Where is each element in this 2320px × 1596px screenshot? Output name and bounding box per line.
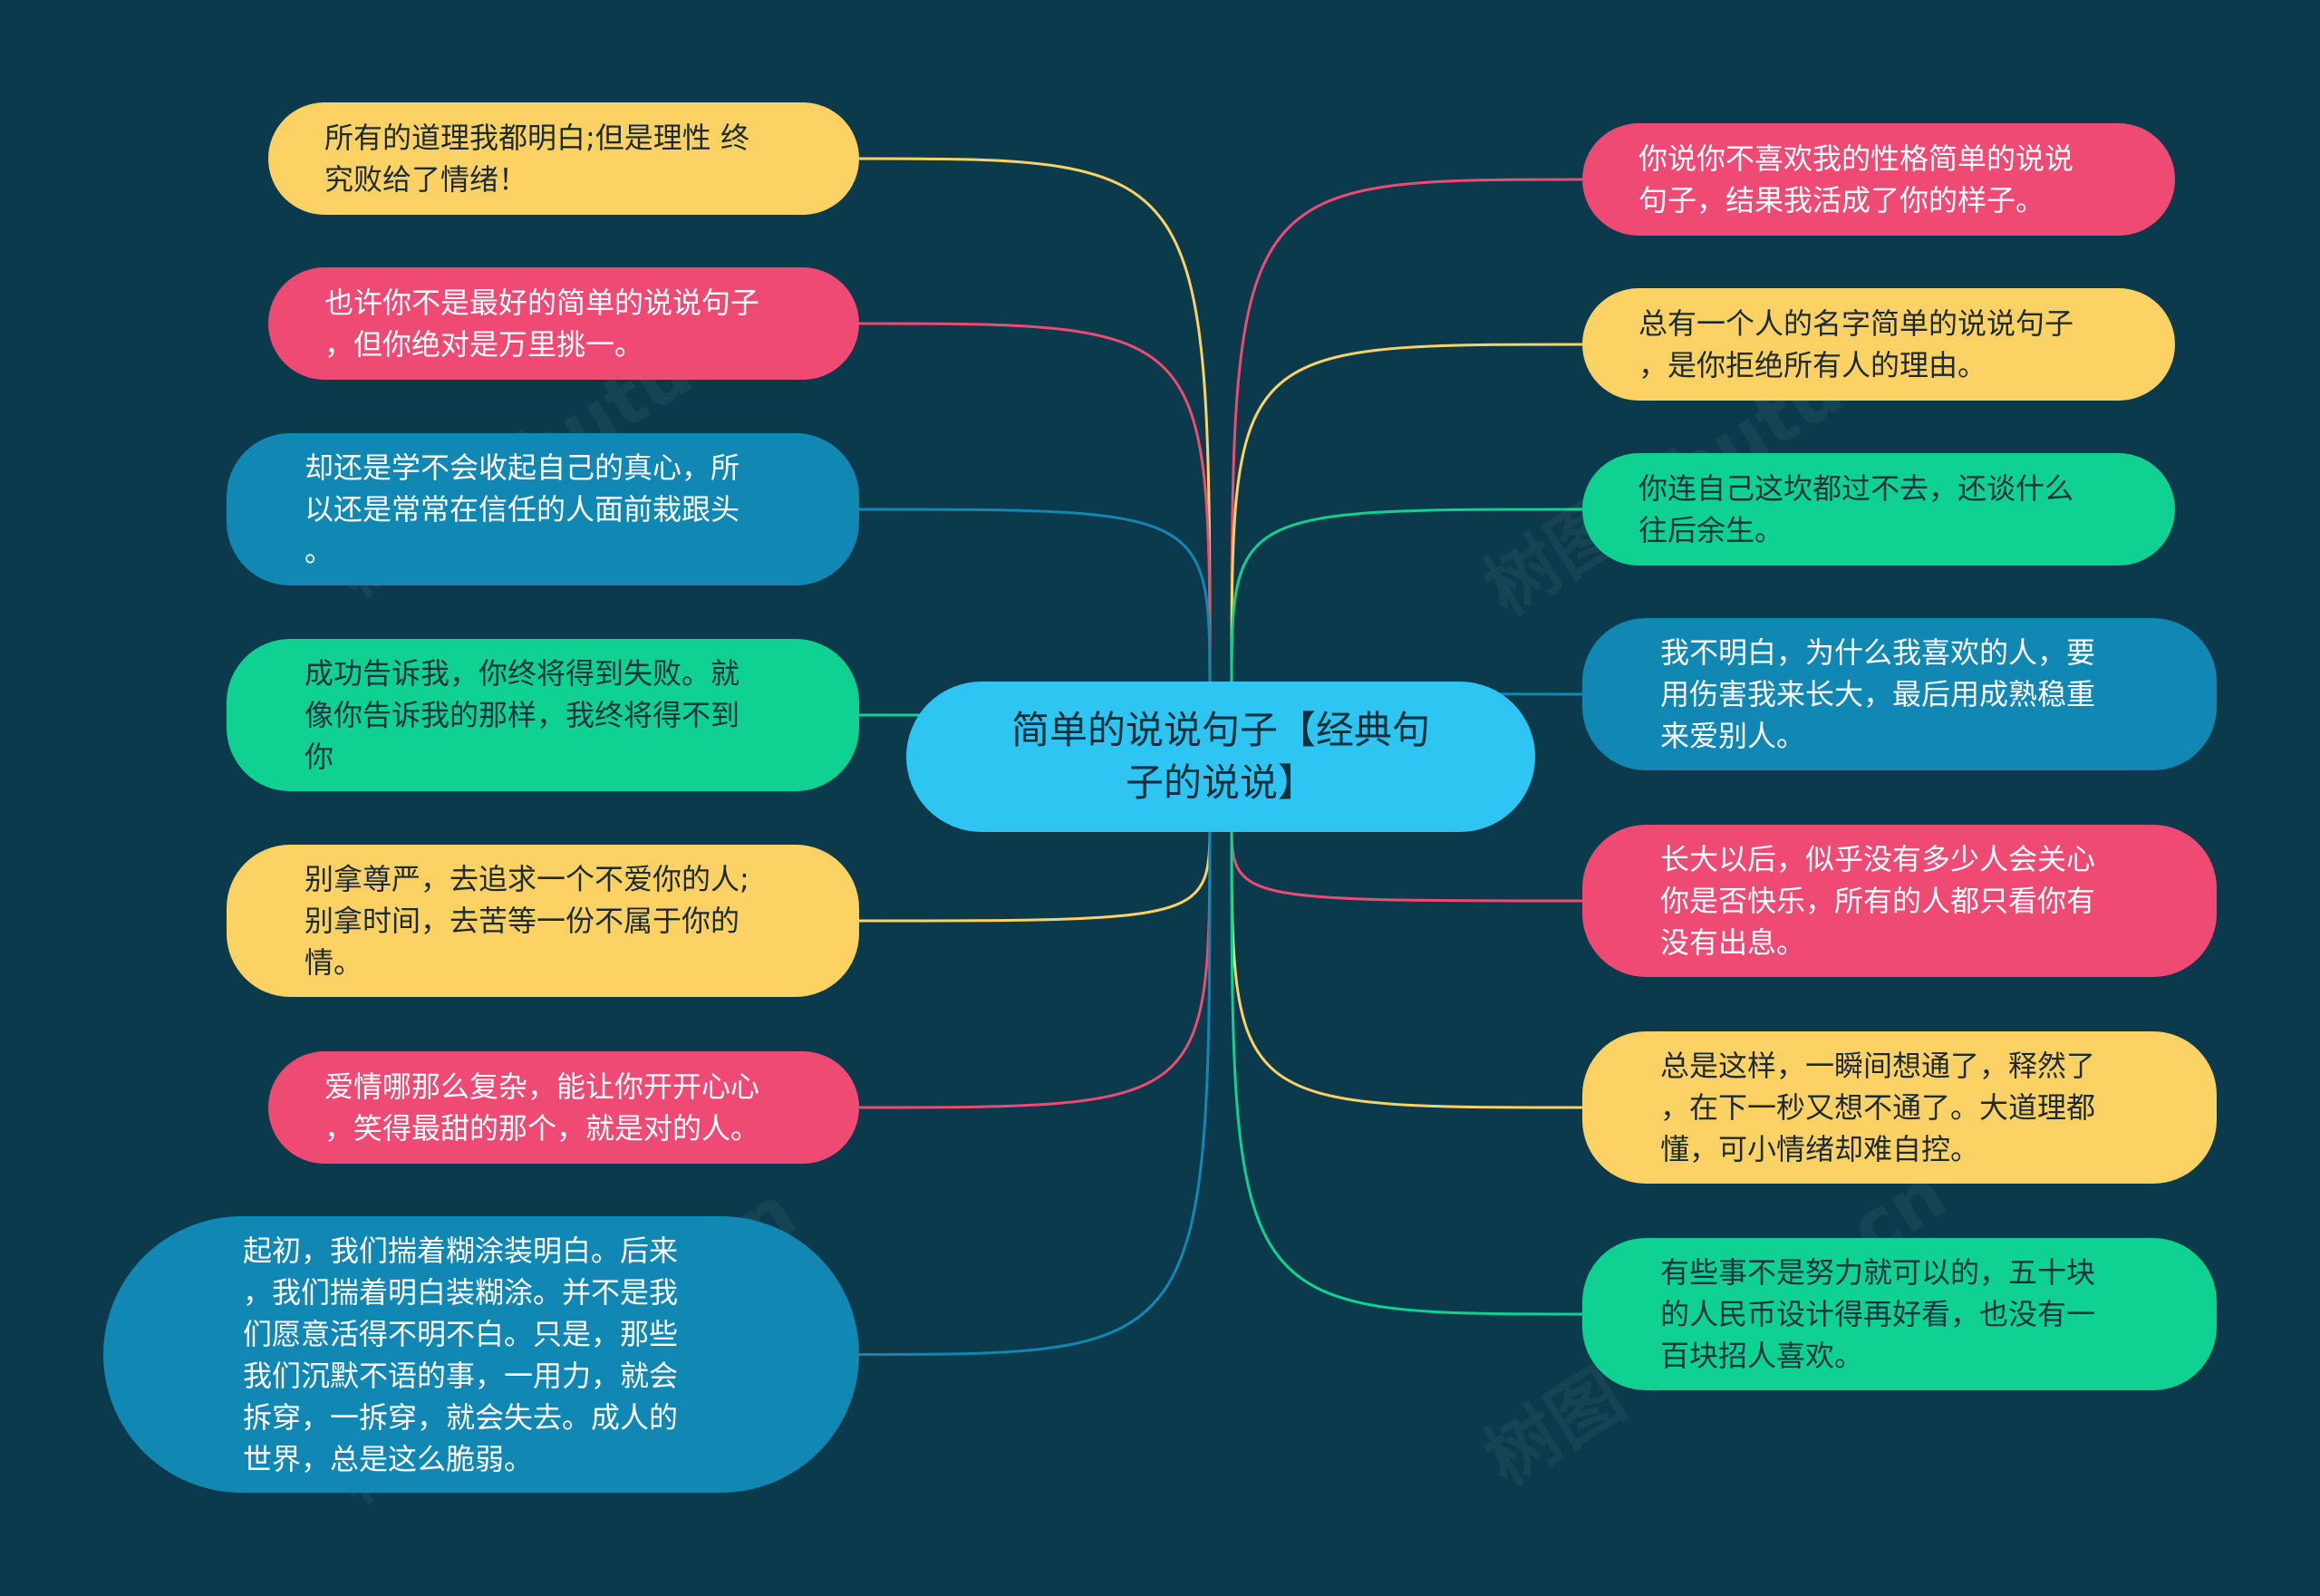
right-connector-5 (1230, 819, 1583, 903)
right-node-5[interactable]: 长大以后，似乎没有多少人会关心 你是否快乐，所有的人都只看你有 没有出息。 (1582, 825, 2217, 977)
central-topic-label: 简单的说说句子【经典句 子的说说】 (1010, 708, 1430, 805)
left-node-7-label: 起初，我们揣着糊涂装明白。后来 ，我们揣着明白装糊涂。并不是我 们愿意活得不明不… (243, 1233, 679, 1476)
left-node-6-label: 爱情哪那么复杂，能让你开开心心 ，笑得最甜的那个，就是对的人。 (324, 1069, 760, 1146)
left-node-3-label: 却还是学不会收起自己的真心，所 以还是常常在信任的人面前栽跟头 。 (304, 450, 740, 568)
right-connector-3 (1230, 508, 1583, 694)
left-node-6[interactable]: 爱情哪那么复杂，能让你开开心心 ，笑得最甜的那个，就是对的人。 (268, 1051, 859, 1164)
left-node-4[interactable]: 成功告诉我，你终将得到失败。就 像你告诉我的那样，我终将得不到 你 (227, 639, 859, 791)
left-node-1[interactable]: 所有的道理我都明白;但是理性 终 究败给了情绪！ (268, 102, 859, 215)
right-node-7[interactable]: 有些事不是努力就可以的，五十块 的人民币设计得再好看，也没有一 百块招人喜欢。 (1582, 1238, 2217, 1390)
left-connector-6 (858, 819, 1212, 1109)
left-node-2[interactable]: 也许你不是最好的简单的说说句子 ，但你绝对是万里挑一。 (268, 267, 859, 380)
left-node-4-label: 成功告诉我，你终将得到失败。就 像你告诉我的那样，我终将得不到 你 (304, 656, 740, 774)
left-connector-2 (858, 322, 1212, 694)
right-node-3-label: 你连自己这坎都过不去，还谈什么 往后余生。 (1638, 471, 2074, 547)
right-node-1[interactable]: 你说你不喜欢我的性格简单的说说 句子，结果我活成了你的样子。 (1582, 123, 2175, 236)
right-node-2-label: 总有一个人的名字简单的说说句子 ，是你拒绝所有人的理由。 (1638, 306, 2074, 382)
right-node-2[interactable]: 总有一个人的名字简单的说说句子 ，是你拒绝所有人的理由。 (1582, 288, 2175, 401)
right-node-6[interactable]: 总是这样，一瞬间想通了，释然了 ，在下一秒又想不通了。大道理都 懂，可小情绪却难… (1582, 1031, 2217, 1184)
right-node-5-label: 长大以后，似乎没有多少人会关心 你是否快乐，所有的人都只看你有 没有出息。 (1660, 842, 2096, 960)
left-node-1-label: 所有的道理我都明白;但是理性 终 究败给了情绪！ (324, 121, 749, 197)
right-connector-7 (1230, 819, 1583, 1316)
right-node-4[interactable]: 我不明白，为什么我喜欢的人，要 用伤害我来长大，最后用成熟稳重 来爱别人。 (1582, 618, 2217, 770)
right-node-3[interactable]: 你连自己这坎都过不去，还谈什么 往后余生。 (1582, 453, 2175, 566)
right-connector-1 (1230, 178, 1583, 694)
central-topic[interactable]: 简单的说说句子【经典句 子的说说】 (906, 682, 1535, 832)
right-node-4-label: 我不明白，为什么我喜欢的人，要 用伤害我来长大，最后用成熟稳重 来爱别人。 (1660, 635, 2096, 753)
left-node-5[interactable]: 别拿尊严，去追求一个不爱你的人; 别拿时间，去苦等一份不属于你的 情。 (227, 845, 859, 997)
right-node-1-label: 你说你不喜欢我的性格简单的说说 句子，结果我活成了你的样子。 (1638, 141, 2074, 218)
left-node-5-label: 别拿尊严，去追求一个不爱你的人; 别拿时间，去苦等一份不属于你的 情。 (304, 862, 749, 980)
left-node-3[interactable]: 却还是学不会收起自己的真心，所 以还是常常在信任的人面前栽跟头 。 (227, 433, 859, 585)
right-connector-2 (1230, 343, 1583, 694)
left-connector-1 (858, 157, 1212, 694)
left-connector-7 (858, 819, 1212, 1356)
left-connector-3 (858, 508, 1212, 694)
left-node-7[interactable]: 起初，我们揣着糊涂装明白。后来 ，我们揣着明白装糊涂。并不是我 们愿意活得不明不… (103, 1216, 859, 1493)
left-node-2-label: 也许你不是最好的简单的说说句子 ，但你绝对是万里挑一。 (324, 285, 760, 362)
right-node-6-label: 总是这样，一瞬间想通了，释然了 ，在下一秒又想不通了。大道理都 懂，可小情绪却难… (1660, 1049, 2096, 1166)
left-connector-5 (858, 819, 1212, 923)
right-node-7-label: 有些事不是努力就可以的，五十块 的人民币设计得再好看，也没有一 百块招人喜欢。 (1660, 1255, 2096, 1373)
right-connector-6 (1230, 819, 1583, 1109)
